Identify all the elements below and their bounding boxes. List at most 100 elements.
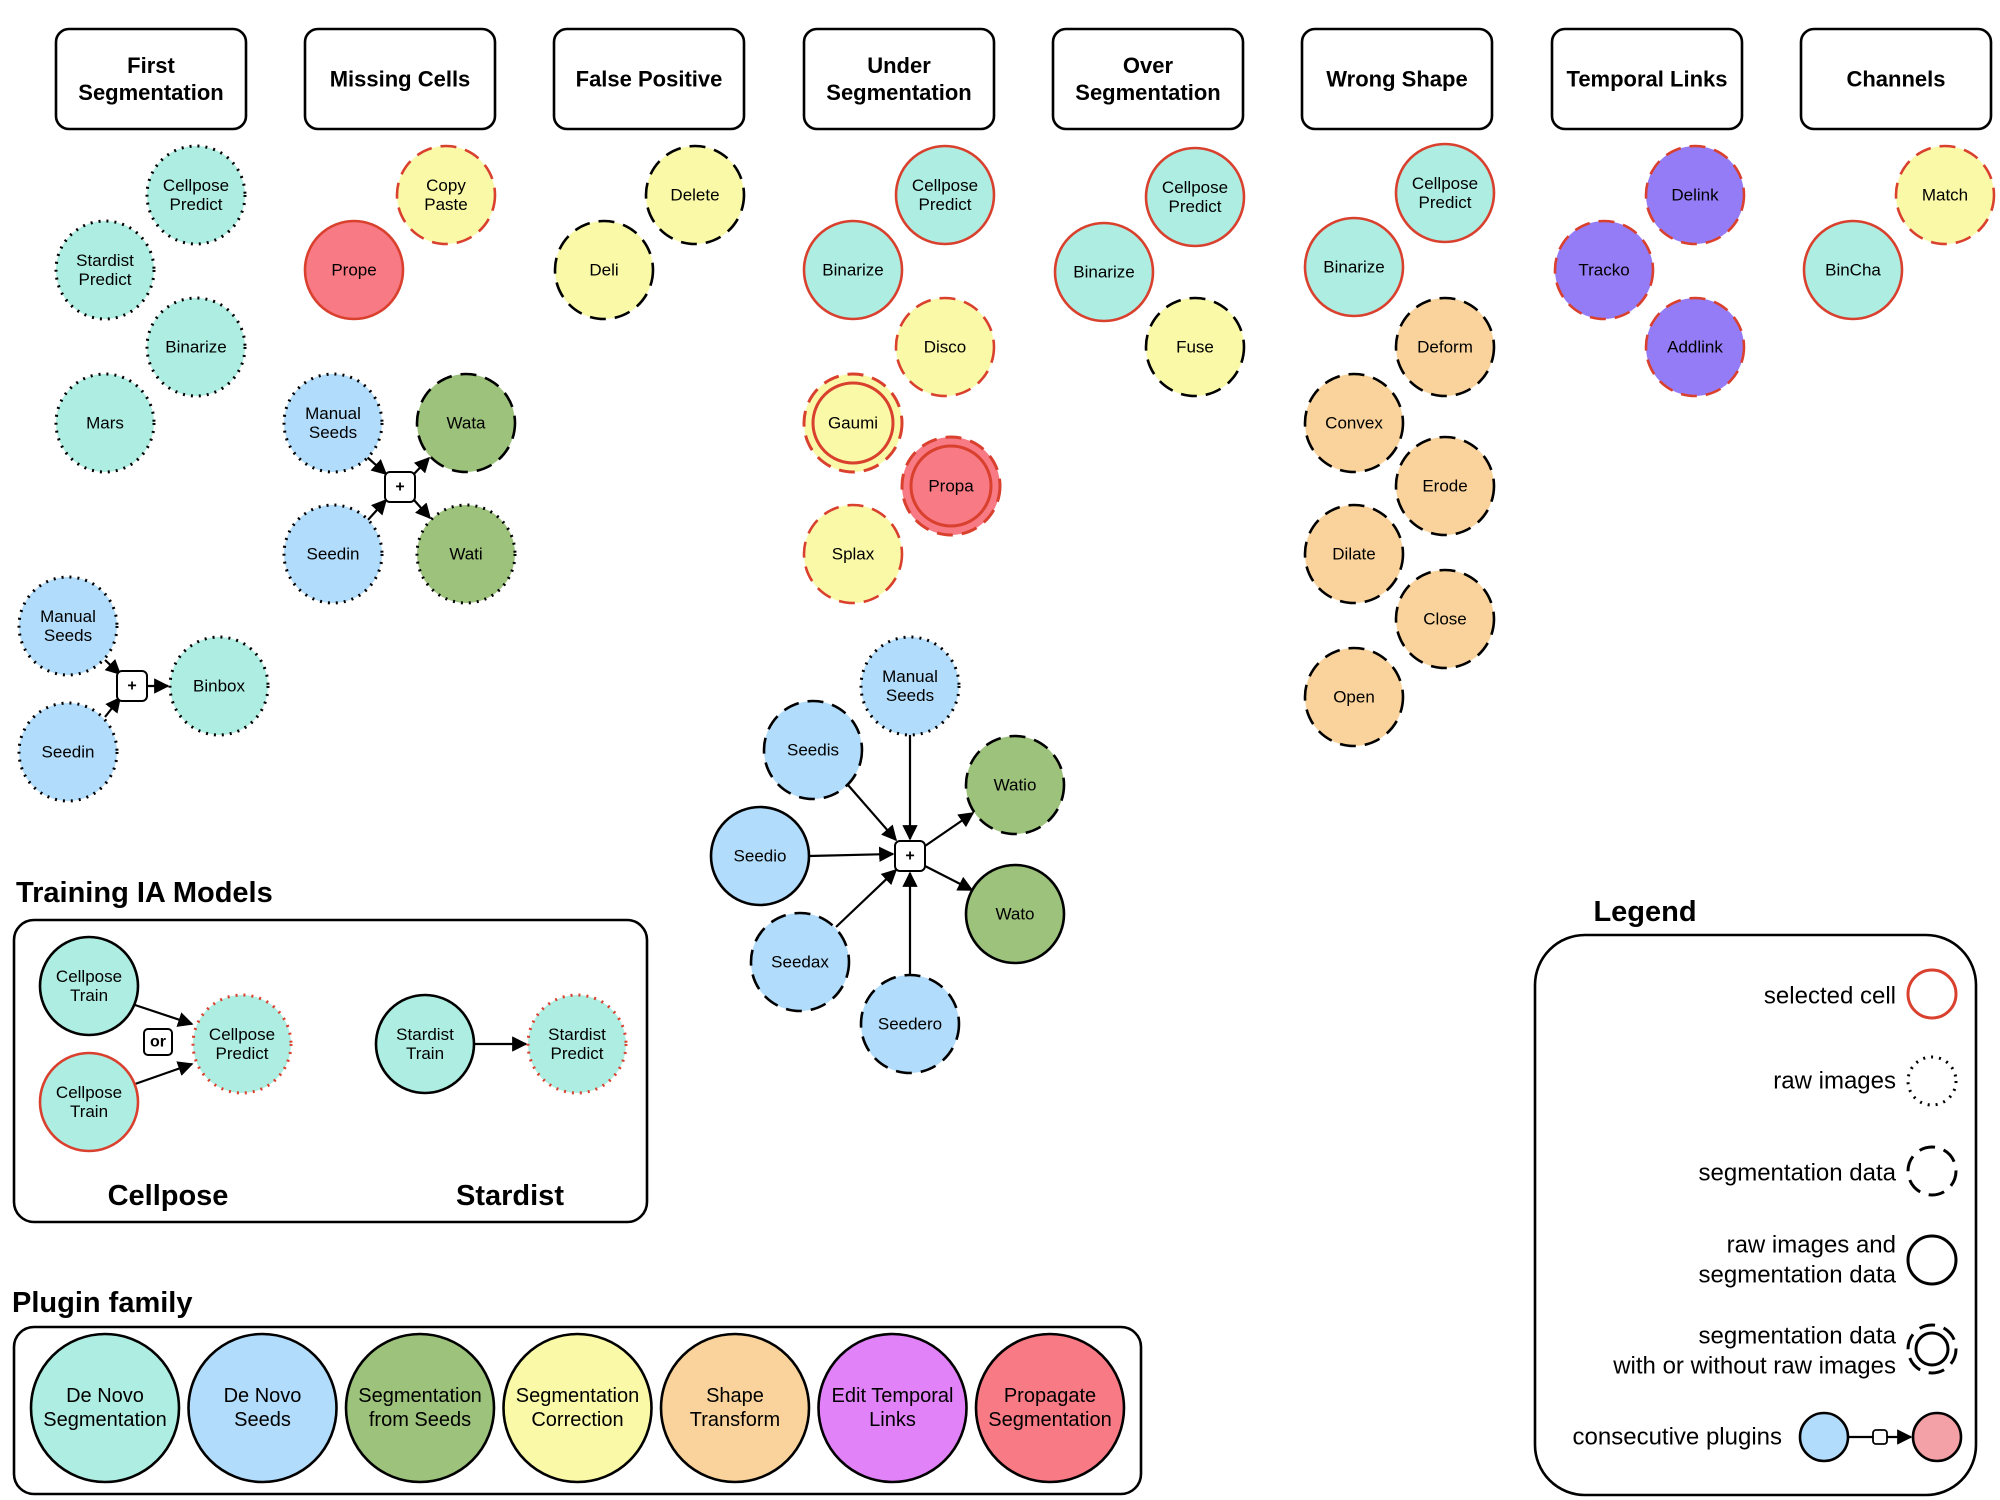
us-combine-box xyxy=(894,840,926,872)
family-swatch-6 xyxy=(974,1332,1126,1484)
fs-binarize-label: Binarize xyxy=(165,338,226,357)
mc-arrow-seedin xyxy=(366,498,388,522)
legend-consecutive-swatch-a xyxy=(1798,1411,1850,1463)
us-seedero-node xyxy=(859,973,961,1075)
ch-bincha-label: BinCha xyxy=(1825,261,1881,280)
fp-delete-label: Delete xyxy=(670,186,719,205)
us-seedax-label: Seedax xyxy=(771,953,829,972)
fs-mars-node xyxy=(54,372,156,474)
us-seedis-node xyxy=(762,699,864,801)
os-cellpose-predict-node xyxy=(1144,146,1246,248)
fs-binbox-label: Binbox xyxy=(193,677,245,696)
us-disco-node xyxy=(894,296,996,398)
fs-seedin-node xyxy=(17,701,119,803)
header-box-7 xyxy=(1799,27,1993,131)
tl-delink-label: Delink xyxy=(1671,186,1719,205)
tl-tracko-label: Tracko xyxy=(1578,261,1629,280)
us-binarize-node xyxy=(802,219,904,321)
os-binarize-label: Binarize xyxy=(1073,263,1134,282)
legend-selected-swatch xyxy=(1906,968,1958,1020)
tr-arrow-cellpose-1 xyxy=(134,1003,194,1027)
us-splax-label: Splax xyxy=(832,545,875,564)
fp-delete-node xyxy=(644,144,746,246)
tl-addlink-label: Addlink xyxy=(1667,338,1723,357)
mc-prope-node xyxy=(303,219,405,321)
us-cellpose-predict-node xyxy=(894,144,996,246)
tr-arrow-cellpose-2 xyxy=(134,1061,194,1086)
us-propa-node-inner xyxy=(909,444,993,528)
mc-combine-box-label: + xyxy=(395,479,404,496)
ws-deform-node xyxy=(1394,296,1496,398)
fs-stardist-predict-node xyxy=(54,219,156,321)
ws-convex-label: Convex xyxy=(1325,414,1383,433)
ws-close-label: Close xyxy=(1423,610,1466,629)
header-label-5: Wrong Shape xyxy=(1326,67,1467,92)
tl-delink-node xyxy=(1644,144,1746,246)
us-seedio-label: Seedio xyxy=(734,847,787,866)
ws-erode-node xyxy=(1394,435,1496,537)
mc-combine-box xyxy=(384,471,416,503)
mc-arrow-wata xyxy=(413,456,431,475)
us-wato-node xyxy=(964,863,1066,965)
fs-binbox-node xyxy=(168,635,270,737)
header-box-6 xyxy=(1550,27,1744,131)
ws-dilate-label: Dilate xyxy=(1332,545,1375,564)
or-label: or xyxy=(150,1034,166,1051)
edges-layer xyxy=(104,456,1913,1445)
header-label-2: False Positive xyxy=(576,67,723,92)
fs-cellpose-predict-node xyxy=(145,144,247,246)
header-box-2 xyxy=(552,27,746,131)
legend-seg-swatch xyxy=(1906,1145,1958,1197)
us-manual-seeds-node xyxy=(859,635,961,737)
header-box-1 xyxy=(303,27,497,131)
ws-erode-label: Erode xyxy=(1422,477,1467,496)
family-swatch-3 xyxy=(502,1332,653,1484)
fs-mars-label: Mars xyxy=(86,414,124,433)
us-seedis-label: Seedis xyxy=(787,741,839,760)
header-box-0 xyxy=(54,27,248,131)
mc-manual-seeds-node xyxy=(282,372,384,474)
ws-deform-label: Deform xyxy=(1417,338,1473,357)
header-label-7: Channels xyxy=(1846,67,1945,92)
family-swatch-4 xyxy=(659,1332,811,1484)
us-arrow-watio xyxy=(924,812,975,847)
us-wato-label: Wato xyxy=(995,905,1034,924)
tr-stardist-train-node xyxy=(374,993,476,1095)
header-label-6: Temporal Links xyxy=(1567,67,1728,92)
nodes-layer xyxy=(17,142,1996,1484)
us-arrow-seedio xyxy=(808,846,895,863)
tr-cellpose-train-2-node xyxy=(38,1051,140,1153)
us-arrow-seedax xyxy=(835,868,898,928)
us-gaumi-label: Gaumi xyxy=(828,414,878,433)
tr-cellpose-predict-node xyxy=(191,993,293,1095)
us-watio-label: Watio xyxy=(994,776,1037,795)
training-panel xyxy=(12,918,649,1224)
os-fuse-node xyxy=(1144,296,1246,398)
us-combine-box-label: + xyxy=(905,848,914,865)
us-gaumi-node-inner xyxy=(811,381,895,465)
header-label-1: Missing Cells xyxy=(330,67,471,92)
legend-seg-label: segmentation data xyxy=(1699,1160,1897,1187)
tr-cellpose-train-1-node xyxy=(38,935,140,1037)
ws-open-node xyxy=(1303,646,1405,748)
us-watio-node xyxy=(964,734,1066,836)
ws-open-label: Open xyxy=(1333,688,1375,707)
